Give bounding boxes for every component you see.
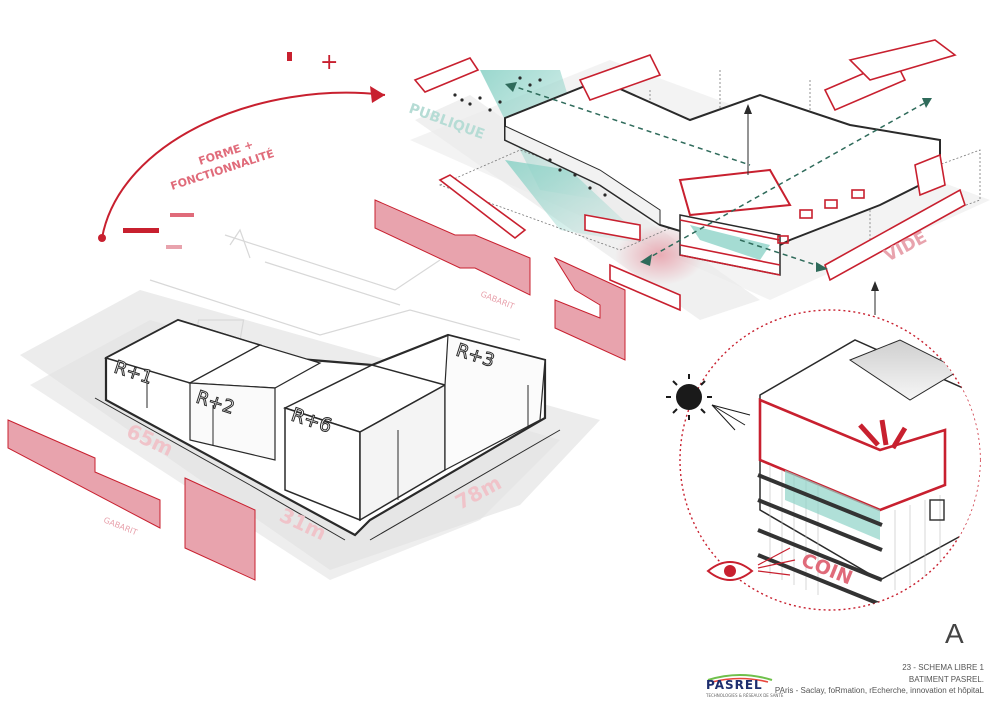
logo-wordmark: PASREL <box>706 678 763 692</box>
corner-volume-top <box>678 168 792 217</box>
view-arrows <box>757 547 796 576</box>
sheet-number: 23 - SCHEMA LIBRE 1 <box>902 663 984 672</box>
sun-icon <box>676 384 702 410</box>
gabarit-label-right: GABARIT <box>479 290 515 312</box>
exploded-axonometric <box>374 39 990 361</box>
block-r3 <box>444 334 546 471</box>
trees <box>453 76 607 197</box>
massing-diagram <box>7 228 600 581</box>
sun-rays <box>666 374 712 420</box>
corner-bands <box>679 219 781 276</box>
block-r2-face <box>189 382 276 461</box>
gabarit-profile-left <box>7 419 161 529</box>
arc-arrowhead <box>370 86 385 103</box>
dimension-lines <box>94 397 561 541</box>
floor-slabs <box>757 473 883 607</box>
plate-letter: A <box>945 618 964 649</box>
circulation-arrowheads <box>505 82 932 272</box>
corner-detail <box>666 281 981 611</box>
minus-mark-1 <box>123 228 159 233</box>
circulation-arrows <box>509 84 931 269</box>
gabarit-section-right <box>553 256 626 361</box>
eye-pupil <box>724 565 736 577</box>
logo-tagline: TECHNOLOGIES & RÉSEAUX DE SANTÉ <box>706 693 784 698</box>
minus-mark-3 <box>166 245 182 249</box>
gabarit-label-left: GABARIT <box>102 516 138 538</box>
arc-start-dot <box>98 234 106 242</box>
vertical-arrowhead-axo <box>744 104 752 114</box>
gabarit-section-left <box>184 477 256 581</box>
forme-arc <box>98 52 386 249</box>
plus-mark-small <box>287 52 292 61</box>
project-name: BATIMENT PASREL. <box>908 675 984 684</box>
vertical-arrowhead-detail <box>871 281 879 291</box>
sun-arrows <box>711 404 751 431</box>
plus-sign: + <box>320 50 338 75</box>
facade-windows <box>777 189 865 244</box>
logo-swoosh-red <box>711 677 769 683</box>
axo-building-side <box>504 125 661 226</box>
project-description: PAris - Saclay, foRmation, rEcherche, in… <box>774 686 984 695</box>
pasrel-logo <box>707 674 773 683</box>
height-arrows <box>146 372 529 500</box>
gabarit-profile-right <box>374 199 531 296</box>
minus-mark-2 <box>170 213 194 217</box>
emphasis-marks <box>858 419 908 450</box>
detail-window <box>929 499 945 521</box>
exploded-slabs <box>413 39 966 312</box>
detail-corner-volume <box>758 398 947 512</box>
corner-terrace <box>690 225 770 260</box>
logo-swoosh-green <box>707 674 773 681</box>
